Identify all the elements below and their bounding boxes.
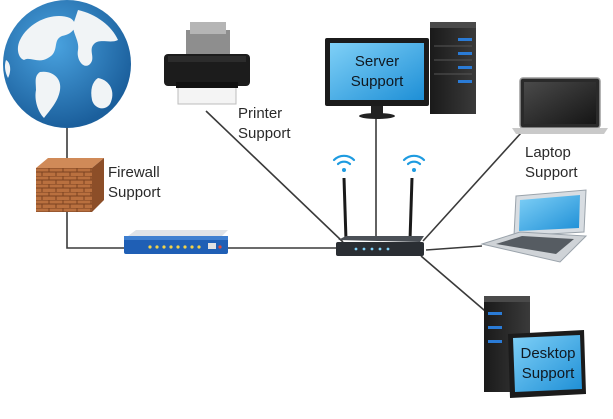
printer-label-line2: Support <box>238 125 291 142</box>
firewall-label-line1: Firewall <box>108 164 160 181</box>
globe-icon <box>3 0 131 128</box>
laptop-icon <box>512 77 608 134</box>
server-tower-icon <box>430 22 476 114</box>
desktop-monitor-icon <box>508 330 586 398</box>
cable-firewall-modem <box>66 212 125 249</box>
modem-icon <box>124 230 228 254</box>
desktop-label: Desktop Support <box>514 344 582 384</box>
router-icon <box>336 177 424 256</box>
network-cables <box>66 110 522 323</box>
firewall-label: Firewall Support <box>108 163 161 203</box>
cable-printer-router <box>205 110 344 243</box>
desktop-label-line2: Support <box>521 365 575 382</box>
laptop-label: Laptop Support <box>525 143 578 183</box>
wifi-icon-left <box>332 154 356 172</box>
tablet-laptop-icon <box>480 189 588 263</box>
wifi-icon-right <box>402 154 426 172</box>
printer-icon <box>164 22 250 105</box>
server-label-line2: Support <box>350 73 404 90</box>
printer-label: Printer Support <box>238 104 291 144</box>
cable-laptop-router <box>422 132 522 242</box>
cable-tablet-router <box>425 245 483 251</box>
laptop-label-line2: Support <box>525 164 578 181</box>
printer-label-line1: Printer <box>238 105 283 122</box>
desktop-label-line1: Desktop <box>520 345 576 362</box>
laptop-label-line1: Laptop <box>525 144 571 161</box>
server-monitor-icon <box>325 38 429 119</box>
firewall-icon <box>36 158 104 212</box>
server-label: Server Support <box>330 52 424 92</box>
firewall-label-line2: Support <box>108 184 161 201</box>
server-label-line1: Server <box>354 53 400 70</box>
